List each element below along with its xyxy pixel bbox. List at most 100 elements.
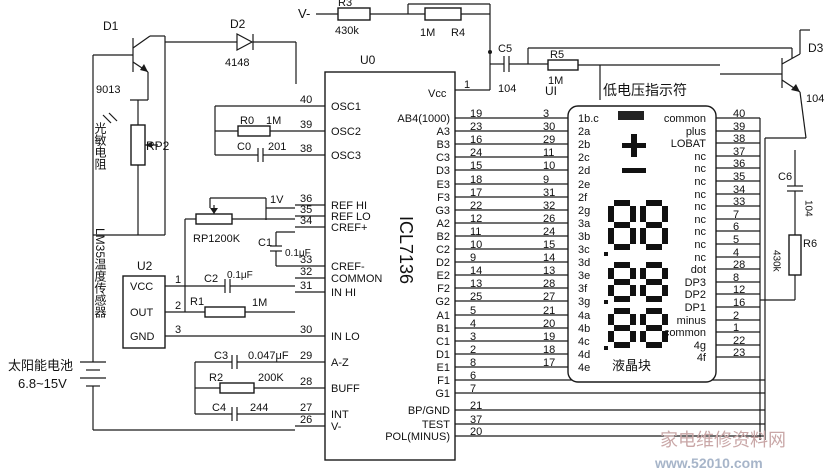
- c5-value: 104: [498, 83, 516, 95]
- u0-segment-pin-number: 11: [470, 226, 481, 238]
- c3-label: C3: [214, 350, 228, 362]
- u0-segment-pin-number: 2: [470, 344, 476, 356]
- u0-pin-number: 35: [300, 204, 312, 216]
- lcd-pin-number: 13: [543, 265, 555, 277]
- lcd-segment-name: 1b.c: [578, 113, 599, 125]
- u0-bottom-pin-number: 37: [470, 414, 482, 426]
- d2-part: 4148: [225, 57, 249, 69]
- c5-label: C5: [498, 43, 512, 55]
- r2-value: 200K: [258, 372, 284, 384]
- lcd-pin-number: 19: [543, 331, 555, 343]
- lcd-right-pin-name: common: [664, 327, 706, 339]
- c1-value: 0.1μF: [285, 248, 311, 259]
- d3-value: 104: [806, 93, 824, 105]
- photo-sensor-group: D1 9013 RP2 光敏电阻: [92, 19, 170, 236]
- r2-resistor: [219, 382, 255, 394]
- lcd-right-pin-number: 33: [733, 196, 745, 208]
- c3-value: 0.047μF: [248, 350, 289, 362]
- minus-sign: [622, 168, 646, 173]
- u0-segment-pin-number: 5: [470, 305, 476, 317]
- lcd-right-pin-name: nc: [694, 189, 706, 201]
- lcd-right-pin-name: nc: [694, 201, 706, 213]
- rp1-label: RP1200K: [193, 233, 241, 245]
- lcd-digit: [640, 200, 668, 250]
- vcc-pin-number: 1: [464, 79, 470, 91]
- lcd-pin-number: 29: [543, 134, 555, 146]
- d1-label: D1: [103, 19, 119, 33]
- u0-segment-pin-name: F1: [437, 375, 450, 387]
- lcd-right-pin-name: nc: [694, 214, 706, 226]
- oscillator-rc: R0 1M C0 201: [214, 105, 295, 162]
- lcd-right-pin-number: 6: [733, 221, 739, 233]
- r4-label: R4: [451, 27, 465, 39]
- u0-pin-name: V-: [331, 421, 342, 433]
- lcd-pin-number: 10: [543, 160, 555, 172]
- v1-label: 1V: [270, 194, 284, 206]
- battery-range: 6.8~15V: [18, 376, 67, 391]
- lcd-right-pin-number: 38: [733, 133, 745, 145]
- lcd-segment-name: 4d: [578, 349, 590, 361]
- u0-bottom-pin-name: TEST: [422, 419, 450, 431]
- lcd-right-pin-name: DP3: [685, 277, 706, 289]
- u0-segment-pin-number: 22: [470, 200, 482, 212]
- d1-arrow: [140, 64, 148, 72]
- u0-segment-pin-number: 19: [470, 108, 482, 120]
- photo-label: 光敏电阻: [93, 122, 107, 171]
- lcd-pin-number: 26: [543, 213, 555, 225]
- c2-label: C2: [204, 273, 218, 285]
- u0-segment-pin-name: B3: [437, 139, 450, 151]
- q1-part: 9013: [96, 84, 120, 96]
- u0-pin-name: OSC2: [331, 126, 361, 138]
- u0-segment-pin-name: B1: [437, 323, 450, 335]
- u0-segment-pin-number: 8: [470, 357, 476, 369]
- integrator-network: C3 0.047μF R2 200K C4 244: [194, 350, 295, 421]
- u0-pin-number: 40: [300, 94, 312, 106]
- u0-segment-pin-number: 9: [470, 252, 476, 264]
- u0-pin-number: 29: [300, 350, 312, 362]
- lcd-right-pin-number: 8: [733, 272, 739, 284]
- lcd-pin-number: 9: [543, 174, 549, 186]
- lcd-segment-name: 3b: [578, 231, 590, 243]
- u0-segment-pin-name: A3: [437, 126, 450, 138]
- r1-value: 1M: [252, 297, 267, 309]
- rp1-resistor: [195, 213, 233, 225]
- u0-pin-name: IN LO: [331, 331, 360, 343]
- lcd-segment-name: 2d: [578, 165, 590, 177]
- u0-segment-pin-number: 7: [470, 383, 476, 395]
- u0-body: [324, 71, 456, 461]
- u2-pin-number: 2: [175, 300, 181, 312]
- lcd-right-pin-number: 12: [733, 284, 745, 296]
- lcd-segment-name: 3c: [578, 244, 590, 256]
- u0-segment-pin-number: 25: [470, 291, 482, 303]
- solar-battery: 太阳能电池 6.8~15V: [8, 235, 295, 431]
- u0-segment-pin-number: 3: [470, 331, 476, 343]
- lcd-pin-number: 24: [543, 226, 555, 238]
- lcd-right-pin-name: dot: [691, 264, 706, 276]
- u0-pin-name: OSC1: [331, 101, 361, 113]
- lcd-right-pin-number: 36: [733, 158, 745, 170]
- u0-chip: U0 ICL7136 Vcc 1 40OSC139OSC238OSC336REF…: [295, 53, 765, 461]
- u0-label: U0: [360, 53, 376, 67]
- u0-segment-pin-number: 17: [470, 187, 482, 199]
- r6-label: R6: [803, 238, 817, 250]
- u2-pin-number: 3: [175, 324, 181, 336]
- lcd-right-pin-number: 2: [733, 310, 739, 322]
- u0-segment-pin-number: 24: [470, 147, 482, 159]
- lcd-right-pin-number: 23: [733, 347, 745, 359]
- u0-pin-number: 34: [300, 215, 312, 227]
- u0-segment-pin-number: 13: [470, 278, 482, 290]
- r5-value: 1M: [548, 75, 563, 87]
- rp2-resistor: [130, 124, 146, 166]
- lcd-right-pin-name: minus: [677, 315, 707, 327]
- u0-pin-number: 36: [300, 193, 312, 205]
- u2-pin-name: OUT: [130, 307, 154, 319]
- c4-label: C4: [212, 402, 226, 414]
- lcd-pin-number: 31: [543, 187, 555, 199]
- r3-label: R3: [338, 0, 352, 9]
- lcd-right-pin-number: 4: [733, 247, 739, 259]
- lcd-segment-name: 3g: [578, 296, 590, 308]
- u0-pin-number: 39: [300, 119, 312, 131]
- lcd-pin-number: 27: [543, 291, 555, 303]
- lcd-right-pin-name: 4g: [694, 340, 706, 352]
